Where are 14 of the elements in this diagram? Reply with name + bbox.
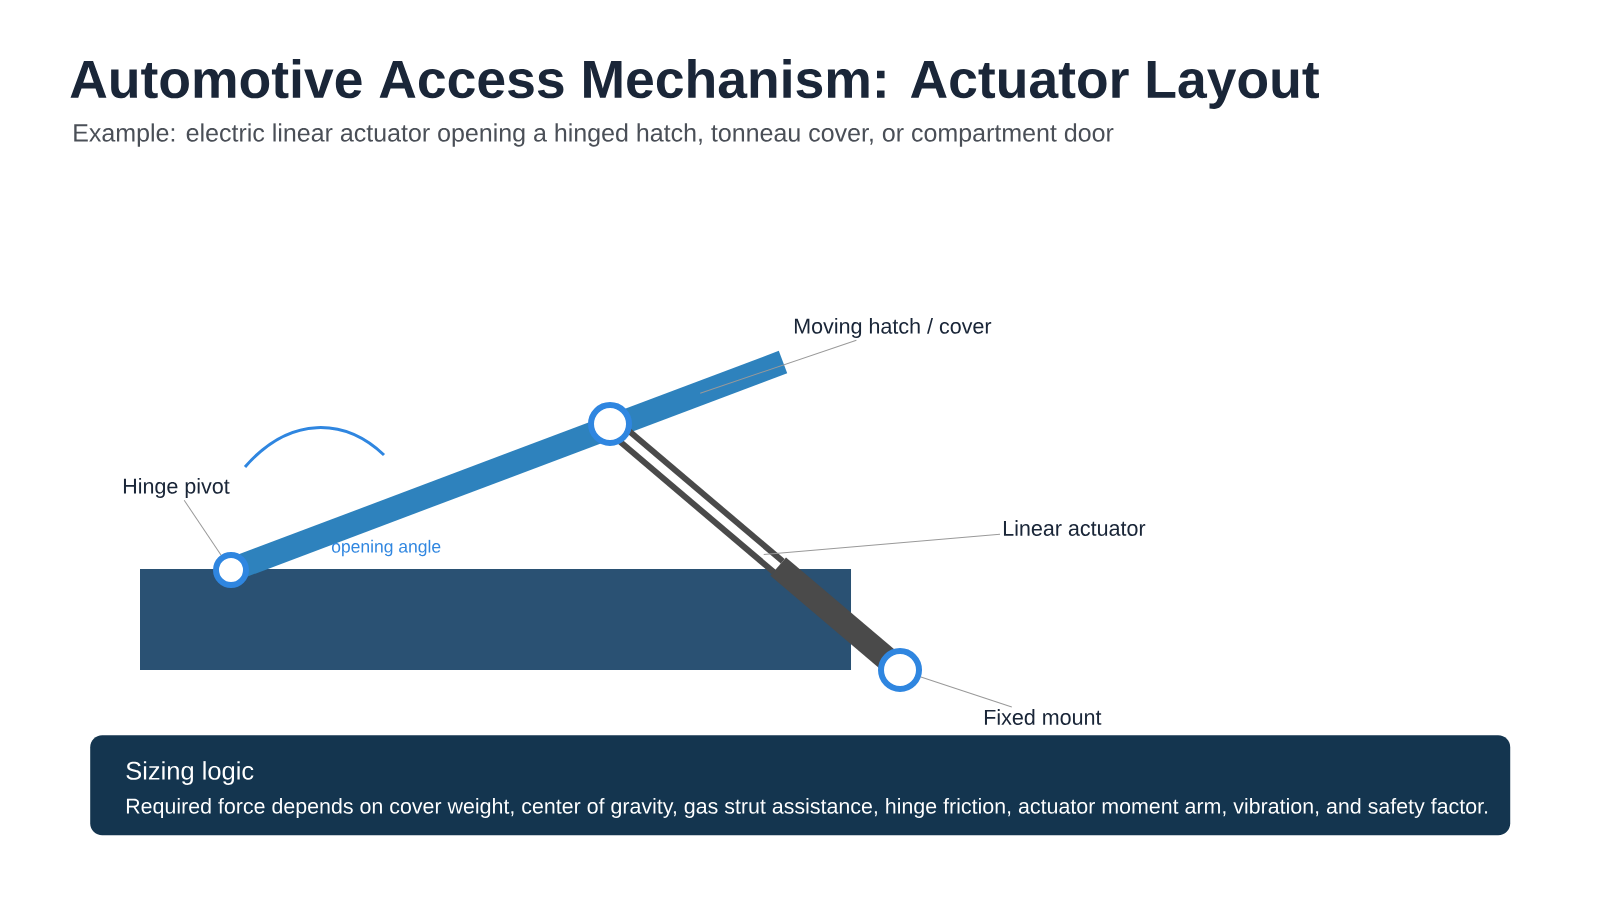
title: Automotive Access Mechanism: Actuator Layout <box>70 59 1319 109</box>
leader-line <box>763 533 1001 555</box>
leader-line <box>920 676 1013 708</box>
callout-label: Moving hatch / cover <box>794 318 992 339</box>
callout-label: Fixed mount <box>984 709 1102 725</box>
leader-line <box>183 499 222 556</box>
callout-label: Hinge pivot <box>123 478 230 499</box>
angle-label: opening angle <box>331 539 441 557</box>
leader-line <box>699 339 857 394</box>
pivot-joint <box>213 552 249 588</box>
subtitle: Example: electric linear actuator opening a hinged hatch, tonneau cover, or compartment door <box>74 123 1114 147</box>
pivot-joint <box>878 648 922 692</box>
callout-label: Linear actuator <box>1003 520 1146 536</box>
info-panel: Sizing logic Required force depends on cover weight, center of gravity, gas strut assistance, hinge friction, actuator moment arm, vibration, and safety factor. <box>90 735 1511 836</box>
